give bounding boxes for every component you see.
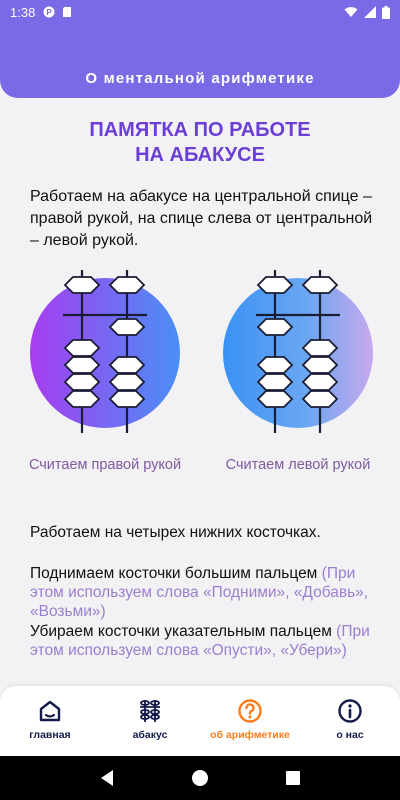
header-title: О ментальной арифметике <box>85 70 315 87</box>
lower-beads-note: (При этом используем слова «Опусти», «Уб… <box>30 623 370 659</box>
nav-item-about-arithmetic[interactable]: об арифметике <box>200 686 300 756</box>
nav-label-about-arithmetic: об арифметике <box>210 729 290 741</box>
system-navigation-bar <box>0 756 400 800</box>
raise-beads-main: Поднимаем косточки большим пальцем <box>30 565 318 582</box>
system-recents-button[interactable] <box>273 758 313 798</box>
abacus-right-hand-illustration <box>30 270 180 433</box>
sd-card-icon <box>63 7 72 17</box>
system-back-button[interactable] <box>87 758 127 798</box>
page-title-line-1: ПАМЯТКА ПО РАБОТЕ <box>89 119 311 141</box>
question-icon <box>238 699 262 723</box>
recents-icon <box>286 771 301 785</box>
wifi-icon <box>344 7 358 17</box>
caption-left-hand: Считаем левой рукой <box>225 457 371 473</box>
bottom-navigation: главная абакус об арифметике <box>0 686 400 756</box>
nav-label-abacus: абакус <box>132 729 168 741</box>
status-bar: 1:38 P <box>0 0 400 24</box>
content-area[interactable]: ПАМЯТКА ПО РАБОТЕ НА АБАКУСЕ Работаем на… <box>0 98 400 686</box>
page-title-line-2: НА АБАКУСЕ <box>135 144 265 166</box>
abacus-icon <box>140 700 160 722</box>
lower-beads-main: Убираем косточки указательным пальцем <box>30 623 332 640</box>
info-icon <box>338 699 362 723</box>
caption-right-hand: Считаем правой рукой <box>28 457 182 473</box>
nav-item-abacus[interactable]: абакус <box>100 686 200 756</box>
raise-beads-note: (При этом используем слова «Подними», «Д… <box>30 565 369 620</box>
intro-text: Работаем на абакусе на центральной спице… <box>30 188 373 249</box>
home-circle-icon <box>191 770 208 786</box>
nav-item-about-us[interactable]: о нас <box>300 686 400 756</box>
app-notification-icon: P <box>43 6 55 18</box>
nav-item-home[interactable]: главная <box>0 686 100 756</box>
nav-label-about-us: о нас <box>336 729 364 741</box>
status-right <box>344 5 390 19</box>
page-title: ПАМЯТКА ПО РАБОТЕ НА АБАКУСЕ <box>0 118 400 168</box>
status-time: 1:38 <box>10 4 36 20</box>
svg-text:P: P <box>47 8 53 17</box>
back-icon <box>100 770 113 786</box>
signal-icon <box>364 6 376 18</box>
raise-beads-text: Поднимаем косточки большим пальцем (При … <box>30 564 380 621</box>
home-icon <box>39 700 61 722</box>
bead-rule-text: Работаем на четырех нижних косточках. <box>30 524 321 541</box>
battery-icon <box>382 5 390 19</box>
lower-beads-text: Убираем косточки указательным пальцем (П… <box>30 622 380 660</box>
nav-label-home: главная <box>29 729 71 741</box>
system-home-button[interactable] <box>180 758 220 798</box>
abacus-left-hand-illustration <box>223 270 373 433</box>
